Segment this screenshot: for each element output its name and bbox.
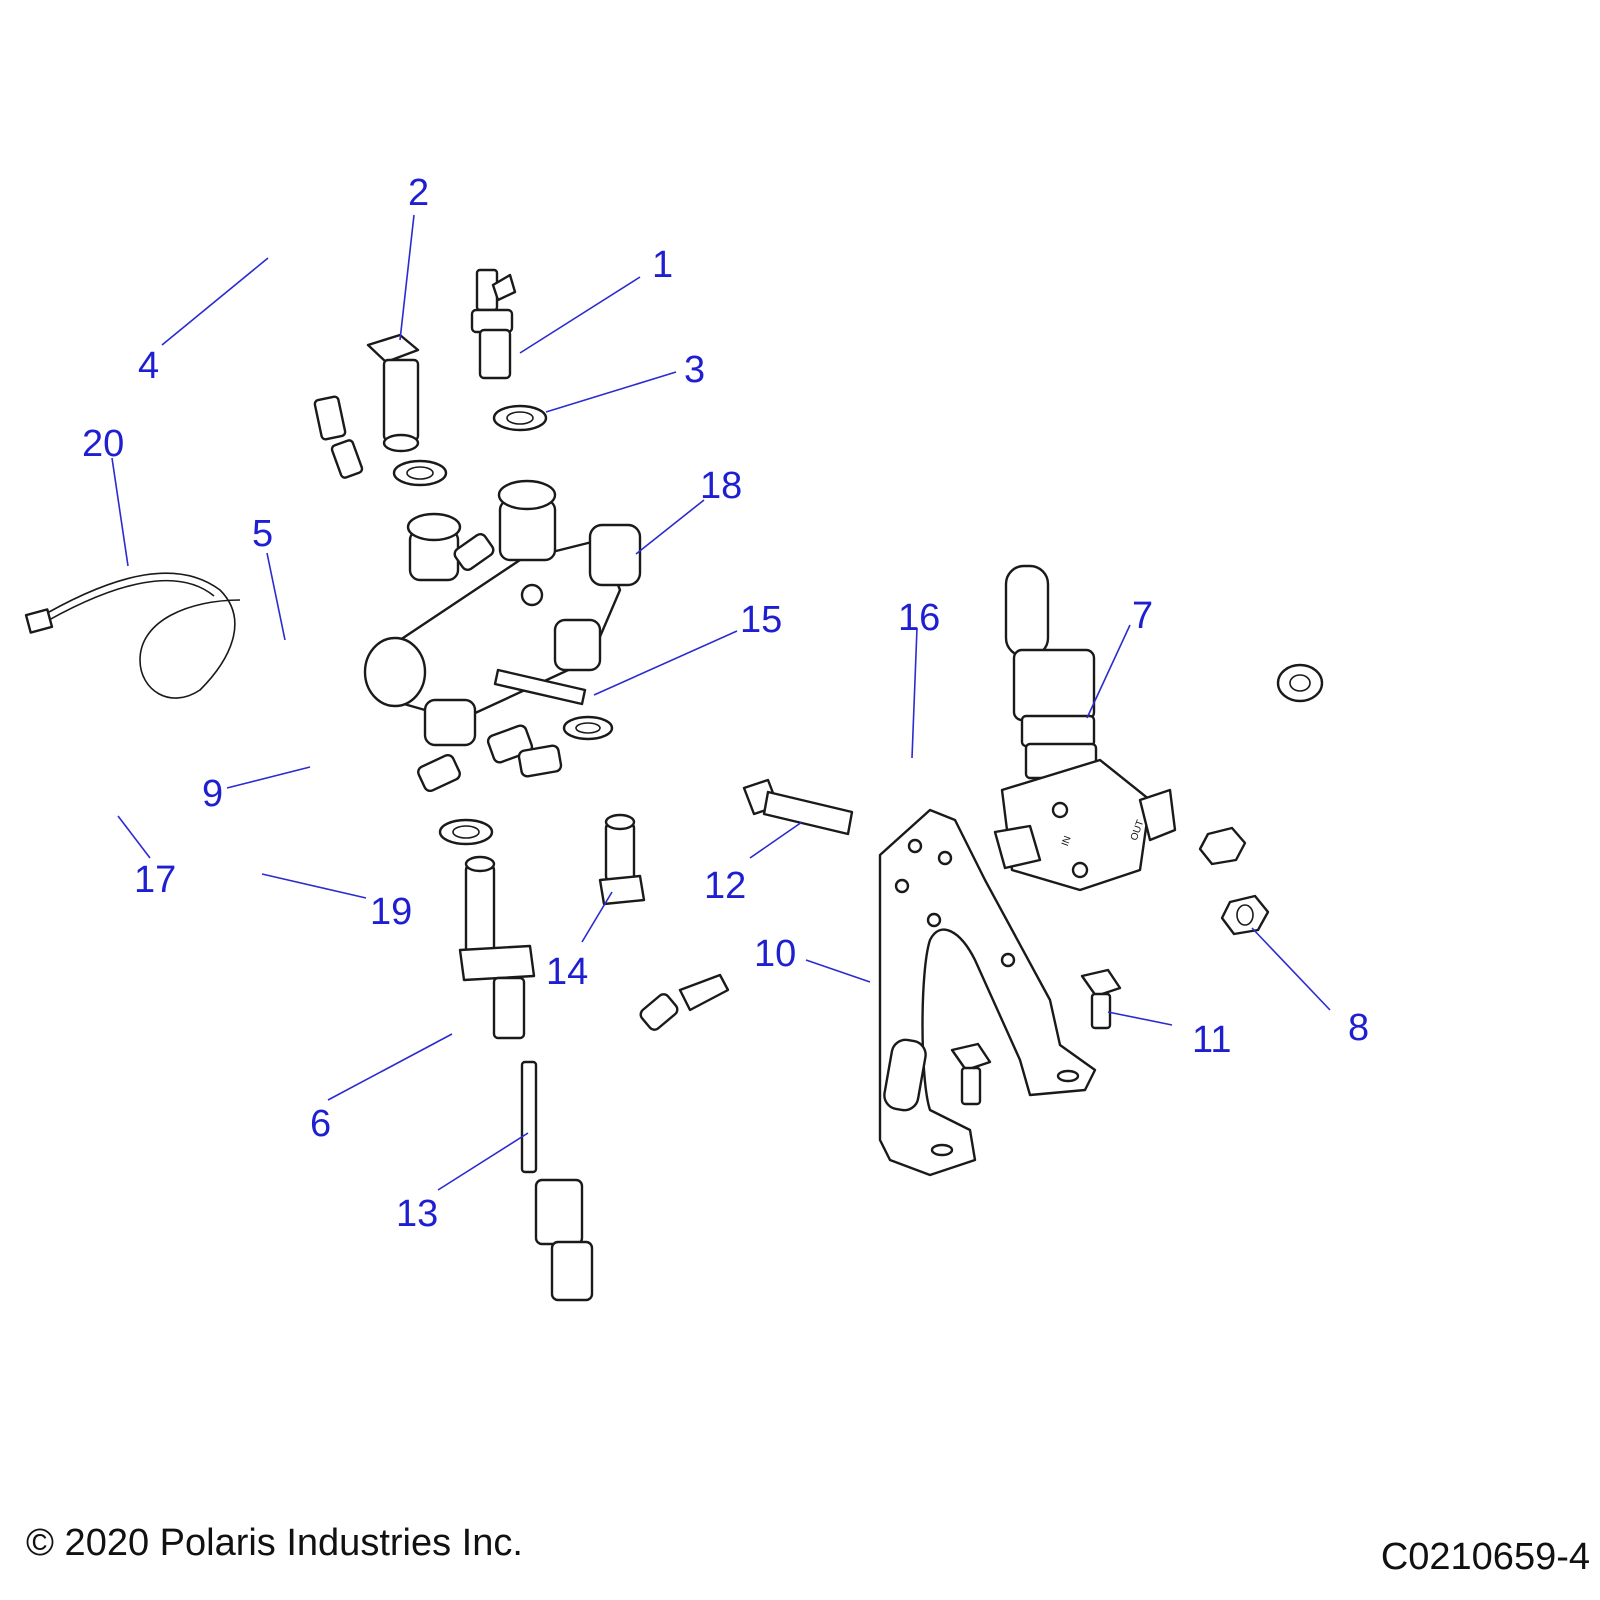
- callout-11: 11: [1192, 1019, 1231, 1061]
- callout-3: 3: [684, 349, 705, 391]
- callout-1: 1: [652, 244, 673, 286]
- callout-19: 19: [370, 891, 412, 933]
- junction-block-18: [363, 479, 642, 747]
- callout-15: 15: [740, 599, 782, 641]
- brake-line-5: [0, 627, 438, 828]
- callout-labels: 1 2 3 4 5 6 7 8 9 10 11 12 13 14 15 16 1…: [82, 172, 1369, 1235]
- callout-2: 2: [408, 172, 429, 214]
- valve-7: IN OUT: [993, 564, 1177, 892]
- copyright-notice: © 2020 Polaris Industries Inc.: [26, 1522, 523, 1564]
- banjo-bolt-14: [598, 813, 646, 906]
- washers-3: [392, 404, 614, 846]
- callout-16: 16: [898, 597, 940, 639]
- sensor-13: [458, 855, 594, 1302]
- nuts-8: [1198, 826, 1270, 936]
- callout-10: 10: [754, 933, 796, 975]
- callout-6: 6: [310, 1103, 331, 1145]
- callout-8: 8: [1348, 1007, 1369, 1049]
- callout-17: 17: [134, 859, 176, 901]
- leader-lines: [111, 214, 1331, 1191]
- callout-7: 7: [1132, 595, 1153, 637]
- brake-line-4: [62, 0, 428, 538]
- callout-4: 4: [138, 345, 159, 387]
- tube-fittings: [417, 533, 563, 793]
- switch-1: [470, 268, 517, 380]
- brake-line-6: [0, 937, 730, 1088]
- callout-14: 14: [546, 951, 588, 993]
- callout-13: 13: [396, 1193, 438, 1235]
- fitting-15: [493, 668, 587, 706]
- callout-18: 18: [700, 465, 742, 507]
- brake-line-17: [0, 652, 178, 928]
- bolt-12: [742, 778, 854, 836]
- bolts-11: [950, 968, 1122, 1106]
- callout-12: 12: [704, 865, 746, 907]
- callout-9: 9: [202, 773, 223, 815]
- callout-20: 20: [82, 423, 124, 465]
- brake-line-right: [1142, 663, 1498, 973]
- callout-5: 5: [252, 513, 273, 555]
- drawing-number: C0210659-4: [1380, 1536, 1590, 1578]
- brake-line-16: [522, 682, 1008, 798]
- bracket-10: [878, 808, 1097, 1177]
- brake-lines: [0, 0, 1498, 1108]
- valve-in-marking: IN: [1060, 835, 1074, 848]
- cable-tie-20: [24, 572, 241, 699]
- banjo-bolt-2: [366, 333, 420, 453]
- brake-line-19: [0, 762, 488, 1108]
- brake-line-9: [296, 512, 508, 809]
